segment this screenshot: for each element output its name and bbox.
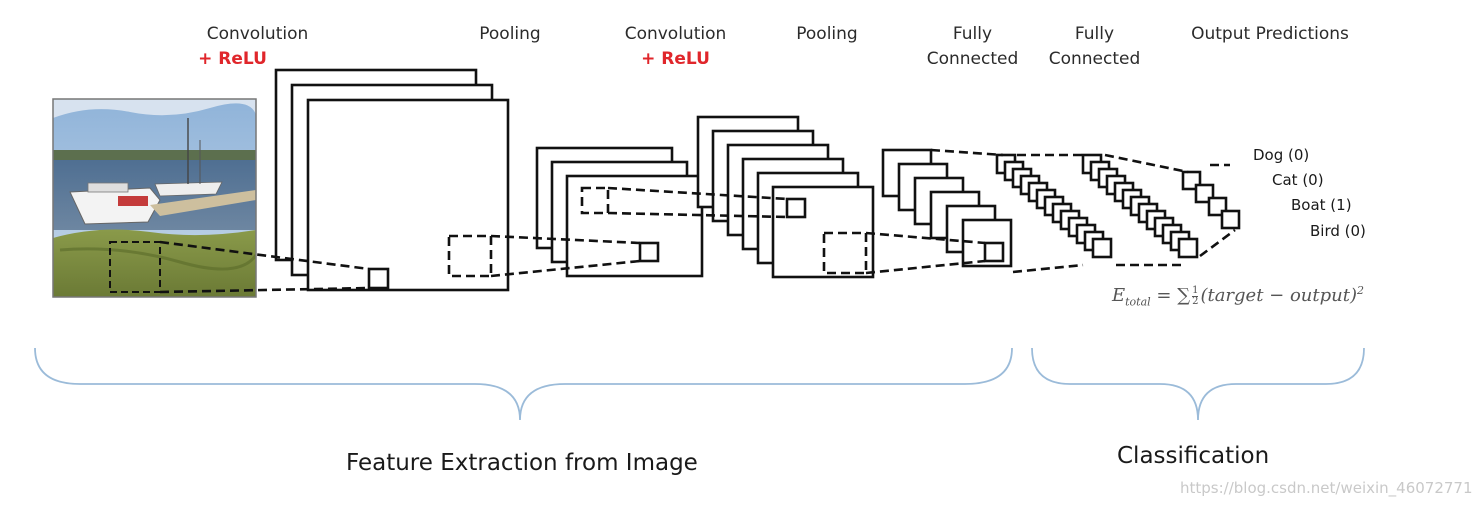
conv2-receptive-box xyxy=(822,231,868,275)
conv2-filter-square xyxy=(785,197,807,219)
prediction-boat: Boat (1) xyxy=(1291,196,1352,214)
pool1-label: Pooling xyxy=(479,24,541,44)
fc1-label: Fully Connected xyxy=(915,22,1030,72)
pool1-receptive-box xyxy=(580,186,610,215)
output-map-4 xyxy=(1220,209,1241,230)
link-pool2-fc1-bottom xyxy=(1012,263,1084,274)
formula-rhs-sup: 2 xyxy=(1357,284,1364,297)
formula-lhs-sub: total xyxy=(1125,295,1151,309)
fc2-label: Fully Connected xyxy=(1037,22,1152,72)
fc2-map-13 xyxy=(1177,237,1199,259)
conv1-title: Convolution xyxy=(206,24,309,44)
conv1-receptive-box xyxy=(447,234,493,278)
formula-frac-den: 2 xyxy=(1192,295,1199,307)
link-photo-conv1-bottom xyxy=(159,286,370,294)
link-fc2-output-top xyxy=(1104,153,1189,174)
pool1-filter-square xyxy=(638,241,660,263)
link-conv2-pool2-top xyxy=(865,231,986,245)
formula-lhs: E xyxy=(1112,285,1126,306)
formula-rhs: (target − output) xyxy=(1200,285,1357,306)
conv1-relu: + ReLU xyxy=(198,49,267,69)
link-pool1-conv2-top xyxy=(607,186,788,201)
classification-title: Classification xyxy=(1117,443,1270,469)
prediction-bird: Bird (0) xyxy=(1310,222,1366,240)
conv2-label: Convolution + ReLU xyxy=(608,22,743,72)
fc1-map-13 xyxy=(1091,237,1113,259)
feature-extraction-title: Feature Extraction from Image xyxy=(346,450,698,476)
conv1-label: Convolution + ReLU xyxy=(190,22,325,72)
conv1-map-3 xyxy=(306,98,510,292)
output-label: Output Predictions xyxy=(1191,24,1349,44)
fc2-line2: Connected xyxy=(1048,49,1141,69)
prediction-cat: Cat (0) xyxy=(1272,171,1324,189)
formula-equals-sum: = ∑ xyxy=(1150,285,1191,306)
input-boat-photo xyxy=(53,99,256,297)
link-pool1-conv2-bottom xyxy=(607,211,788,219)
link-fc2-output-bottom xyxy=(1199,228,1236,258)
link-pool2-fc1-top xyxy=(930,148,1004,157)
conv1-filter-square xyxy=(367,267,390,290)
watermark: https://blog.csdn.net/weixin_46072771 xyxy=(1180,479,1473,497)
fc1-line1: Fully xyxy=(952,24,993,44)
link-conv1-pool1-top xyxy=(490,234,641,245)
classification-brace xyxy=(1031,347,1365,421)
feature-extraction-brace xyxy=(34,347,1013,421)
prediction-dog: Dog (0) xyxy=(1253,146,1310,164)
fc2-line1: Fully xyxy=(1074,24,1115,44)
conv2-title: Convolution xyxy=(624,24,727,44)
formula-frac-num: 1 xyxy=(1192,284,1199,297)
fc1-line2: Connected xyxy=(926,49,1019,69)
pool2-label: Pooling xyxy=(796,24,858,44)
pool2-filter-square xyxy=(983,241,1005,263)
link-conv2-pool2-bottom xyxy=(865,259,986,275)
link-conv1-pool1-bottom xyxy=(490,259,641,278)
conv2-relu: + ReLU xyxy=(641,49,710,69)
link-photo-conv1-top xyxy=(159,240,370,271)
